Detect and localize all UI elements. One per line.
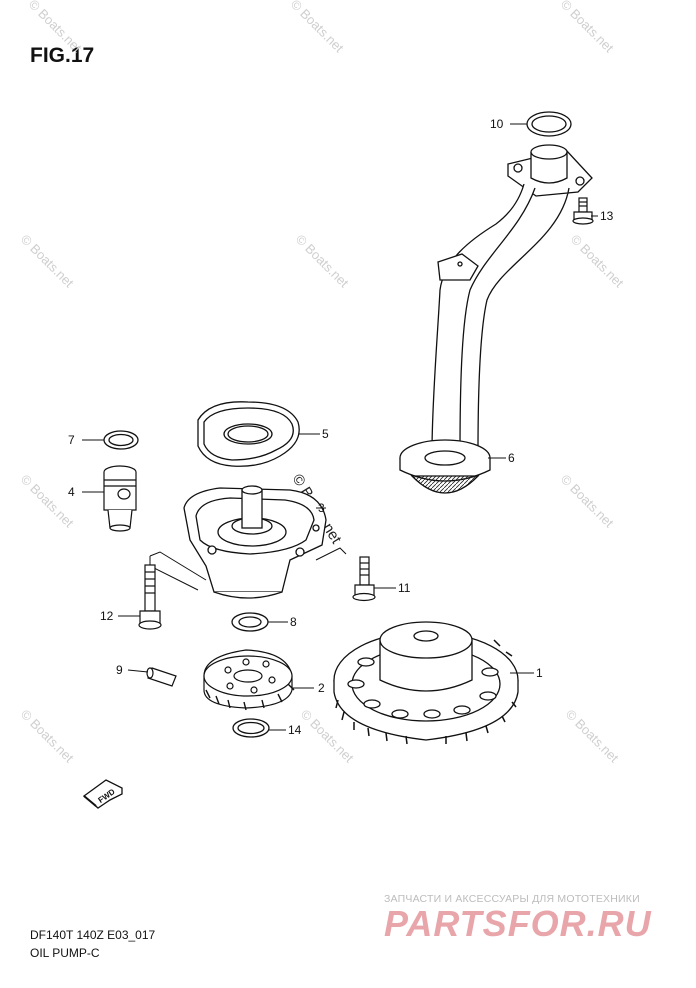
part-2-inner-rotor bbox=[203, 649, 295, 711]
callout-13: 13 bbox=[600, 209, 614, 223]
figure-title: FIG.17 bbox=[30, 44, 95, 67]
callout-4: 4 bbox=[68, 485, 75, 499]
watermark: © Boats.net bbox=[18, 472, 77, 531]
part-3-oil-pump-case bbox=[183, 485, 327, 599]
part-13-bolt bbox=[572, 197, 594, 225]
part-7-o-ring bbox=[103, 430, 139, 450]
part-12-bolt bbox=[138, 564, 162, 630]
watermark: © Boats.net bbox=[26, 0, 85, 56]
watermark: © Boats.net bbox=[558, 472, 617, 531]
watermark: © Boats.net bbox=[18, 232, 77, 291]
diagram-code: DF140T 140Z E03_017 bbox=[30, 928, 156, 942]
watermark: © Boats.net bbox=[288, 0, 347, 56]
callout-6: 6 bbox=[508, 451, 515, 465]
part-4-relief-valve bbox=[103, 465, 137, 532]
callout-8: 8 bbox=[290, 615, 297, 629]
part-10-o-ring bbox=[526, 111, 572, 137]
callout-9: 9 bbox=[116, 663, 123, 677]
shop-tagline: ЗАПЧАСТИ И АКСЕССУАРЫ ДЛЯ МОТОТЕХНИКИ bbox=[384, 893, 640, 905]
fwd-arrow-icon: FWD bbox=[82, 779, 123, 809]
watermark: © Boats.net bbox=[563, 707, 622, 766]
watermark: © Boats.net bbox=[568, 232, 627, 291]
diagram-name: OIL PUMP-C bbox=[30, 946, 100, 960]
callout-1: 1 bbox=[536, 666, 543, 680]
watermark: © Boats.net bbox=[558, 0, 617, 56]
callout-10: 10 bbox=[490, 117, 504, 131]
callout-3: 3 bbox=[318, 501, 325, 515]
callout-labels: 10 13 7 5 6 4 3 11 12 8 9 2 1 14 bbox=[68, 117, 614, 737]
callout-5: 5 bbox=[322, 427, 329, 441]
callout-14: 14 bbox=[288, 723, 302, 737]
callout-7: 7 bbox=[68, 433, 75, 447]
part-14-o-ring bbox=[232, 718, 270, 738]
shop-logo: PARTSFOR.RU bbox=[384, 903, 652, 944]
part-11-bolt bbox=[352, 556, 376, 602]
callout-11: 11 bbox=[398, 581, 411, 595]
part-1-oil-pump-gear bbox=[333, 621, 519, 745]
callout-12: 12 bbox=[100, 609, 114, 623]
watermark: © Boats.net bbox=[18, 707, 77, 766]
part-5-gasket bbox=[197, 401, 300, 467]
watermark: © Boats.net bbox=[293, 232, 352, 291]
leader-lines bbox=[82, 123, 598, 731]
callout-2: 2 bbox=[318, 681, 325, 695]
part-9-pin bbox=[146, 667, 177, 687]
part-8-washer bbox=[231, 612, 269, 632]
part-6-oil-strainer bbox=[399, 144, 593, 494]
